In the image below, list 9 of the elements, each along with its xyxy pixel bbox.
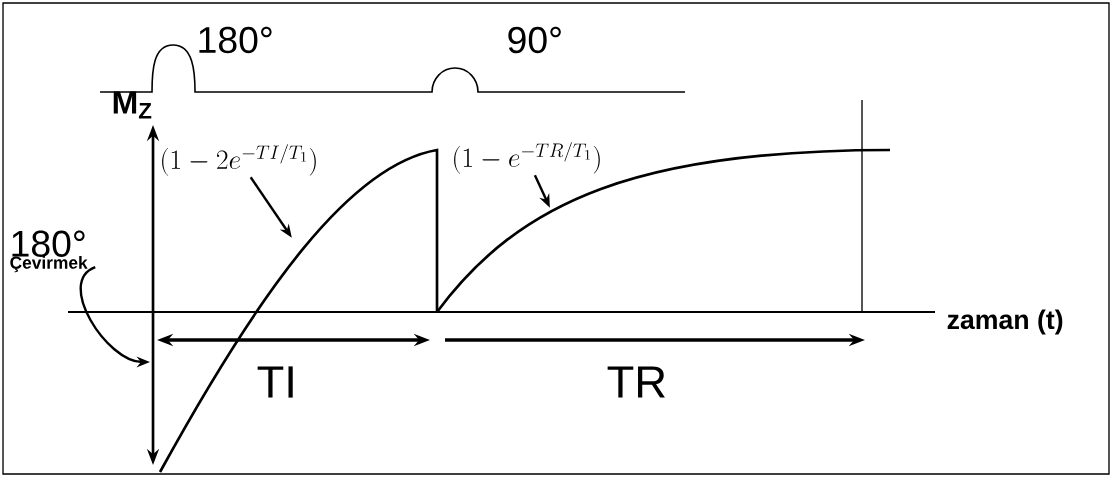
pulse-label: 180°	[199, 26, 272, 54]
pulse-label: 90°	[508, 26, 561, 54]
formula-label: $(1-2e^{-TI/T_1})$	[162, 144, 316, 176]
interval-label: TI	[257, 366, 293, 398]
interval-label: TR	[607, 366, 665, 398]
axis-label: zaman (t)	[947, 309, 1063, 335]
formula-label: $(1-e^{-TR/T_1})$	[454, 142, 600, 174]
formula-label: 180° Çevirmek	[10, 230, 88, 273]
axis-label: M$_{Z}$	[113, 91, 152, 119]
